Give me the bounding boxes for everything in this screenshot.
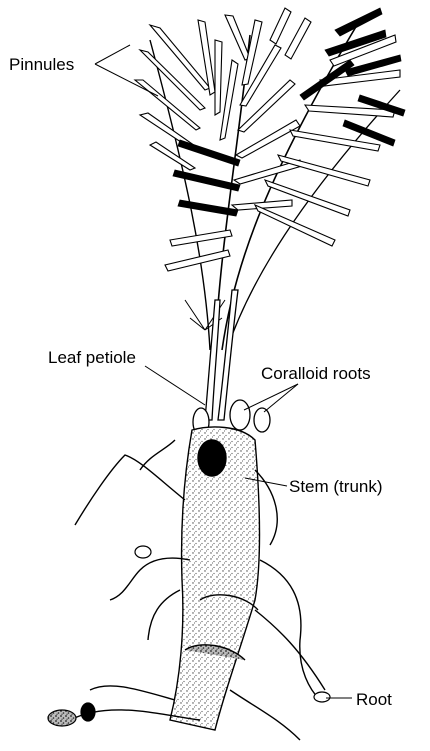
label-coralloid-roots: Coralloid roots	[261, 365, 371, 382]
leaves	[135, 8, 400, 352]
stem-trunk	[170, 427, 260, 730]
label-stem-trunk: Stem (trunk)	[289, 478, 383, 495]
label-root: Root	[356, 691, 392, 708]
label-leaf-petiole: Leaf petiole	[48, 349, 136, 366]
petioles	[205, 290, 238, 420]
label-pinnules: Pinnules	[9, 56, 74, 73]
